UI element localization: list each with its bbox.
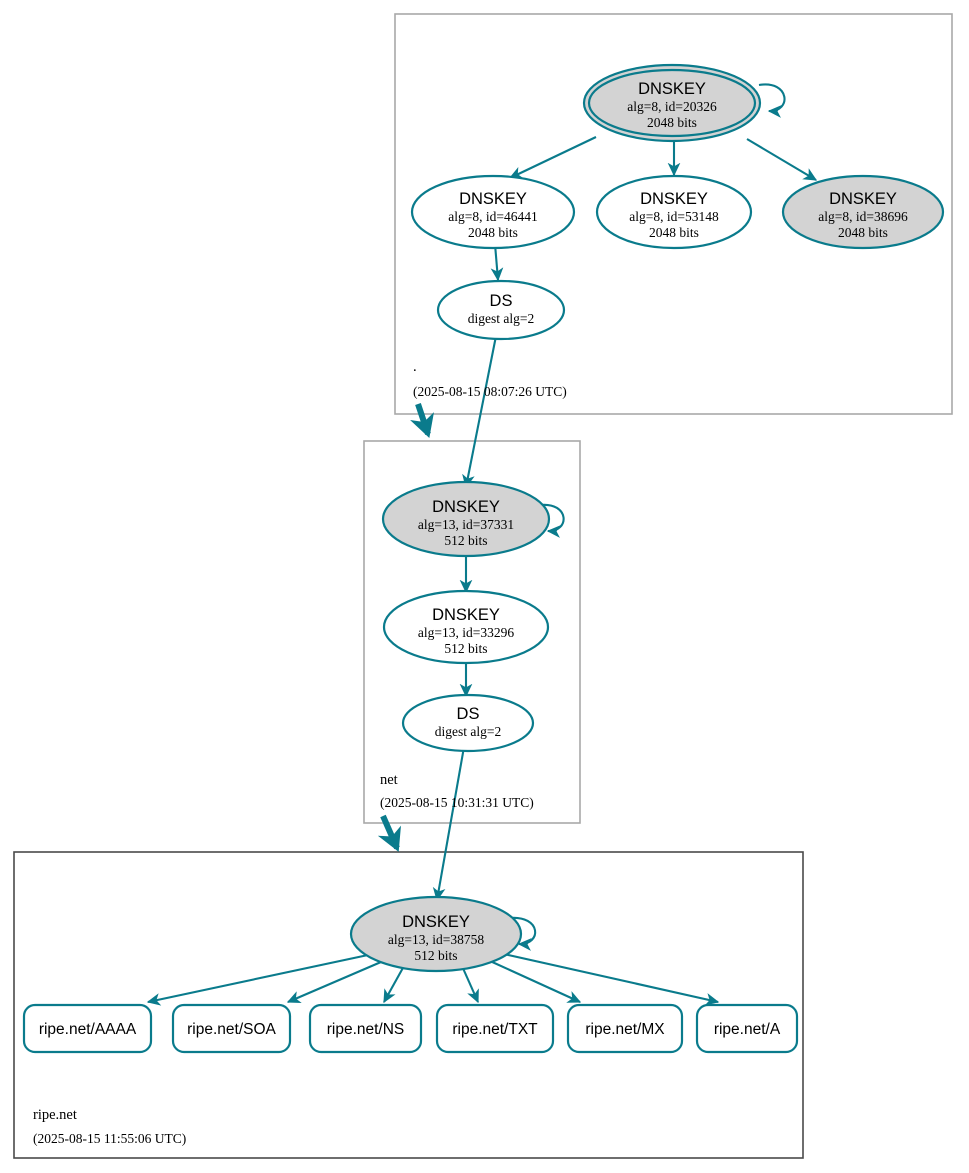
rrset-node-mx[interactable]: ripe.net/MX: [566, 1003, 684, 1054]
node-title: DNSKEY: [829, 190, 897, 208]
node-title: DNSKEY: [640, 190, 708, 208]
edge-self-sign-net-ksk: [539, 503, 565, 538]
node-subtitle-digest-alg: digest alg=2: [435, 724, 501, 739]
node-subtitle-alg-id: alg=13, id=38758: [388, 932, 484, 947]
zone-box-root: [394, 13, 953, 415]
node-title: DNSKEY: [432, 498, 500, 516]
node-net-ds-ripe[interactable]: DS digest alg=2: [401, 693, 535, 753]
node-subtitle-alg-id: alg=13, id=37331: [418, 517, 514, 532]
node-subtitle-bits: 512 bits: [444, 533, 487, 548]
node-title: DNSKEY: [432, 606, 500, 624]
edge-ripe-dnskey-to-rrset-a: [503, 952, 720, 1006]
zone-timestamp-net: (2025-08-15 10:31:31 UTC): [380, 795, 534, 810]
edge-ripe-dnskey-to-rrset-mx: [489, 960, 582, 1003]
edge-ripe-dnskey-to-rrset-ns: [383, 965, 405, 1004]
rrset-node-ns[interactable]: ripe.net/NS: [308, 1003, 423, 1054]
node-subtitle-bits: 512 bits: [444, 641, 487, 656]
node-title: DS: [490, 292, 513, 310]
node-net-ksk-37331[interactable]: DNSKEY alg=13, id=37331 512 bits: [381, 480, 551, 558]
node-root-zsk-38696[interactable]: DNSKEY alg=8, id=38696 2048 bits: [781, 174, 945, 250]
rrset-node-aaaa[interactable]: ripe.net/AAAA: [22, 1003, 153, 1054]
zone-timestamp-ripe-net: (2025-08-15 11:55:06 UTC): [33, 1131, 186, 1146]
edge-ripe-dnskey-to-rrset-txt: [461, 965, 479, 1004]
edge-net-ds-to-ripe-dnskey: [432, 746, 466, 902]
node-title: DNSKEY: [638, 80, 706, 98]
edge-root-ds-to-net-dnskey: [462, 330, 499, 489]
node-root-zsk-46441[interactable]: DNSKEY alg=8, id=46441 2048 bits: [410, 174, 576, 250]
delegation-arrow-net-to-ripe: [377, 814, 401, 852]
node-subtitle-alg-id: alg=8, id=53148: [629, 209, 719, 224]
node-subtitle-alg-id: alg=8, id=38696: [818, 209, 908, 224]
zone-label-net: net: [380, 772, 398, 788]
edge-ripe-dnskey-to-rrset-aaaa: [146, 953, 369, 1006]
edge-root-ksk-to-zsk-38696: [746, 138, 818, 181]
rrset-node-a[interactable]: ripe.net/A: [695, 1003, 799, 1054]
zone-timestamp-root: (2025-08-15 08:07:26 UTC): [413, 384, 567, 399]
zone-box-net: [363, 440, 581, 824]
node-title: DNSKEY: [402, 913, 470, 931]
node-subtitle-bits: 2048 bits: [838, 225, 888, 240]
rrset-node-soa[interactable]: ripe.net/SOA: [171, 1003, 292, 1054]
zone-box-ripe-net: [13, 851, 804, 1159]
node-subtitle-alg-id: alg=8, id=46441: [448, 209, 537, 224]
edge-self-sign-ripe-ksk: [508, 916, 537, 951]
node-ripe-ksk-38758[interactable]: DNSKEY alg=13, id=38758 512 bits: [349, 895, 523, 973]
rrset-node-txt[interactable]: ripe.net/TXT: [435, 1003, 555, 1054]
node-root-zsk-53148[interactable]: DNSKEY alg=8, id=53148 2048 bits: [595, 174, 753, 250]
edge-self-sign-root-ksk: [758, 83, 786, 118]
edge-ripe-dnskey-to-rrset-soa: [286, 961, 382, 1004]
node-subtitle-digest-alg: digest alg=2: [468, 311, 534, 326]
node-title: DS: [457, 705, 480, 723]
zone-label-root: .: [413, 359, 417, 375]
node-subtitle-bits: 2048 bits: [647, 115, 697, 130]
rrset-label: ripe.net/TXT: [452, 1021, 538, 1038]
node-subtitle-bits: 2048 bits: [649, 225, 699, 240]
node-root-ksk-20326[interactable]: DNSKEY alg=8, id=20326 2048 bits: [582, 63, 762, 143]
rrset-label: ripe.net/MX: [585, 1021, 665, 1038]
zone-label-ripe-net: ripe.net: [33, 1107, 77, 1123]
node-subtitle-bits: 2048 bits: [468, 225, 518, 240]
node-net-zsk-33296[interactable]: DNSKEY alg=13, id=33296 512 bits: [382, 589, 550, 665]
node-subtitle-bits: 512 bits: [414, 948, 457, 963]
edge-root-zsk-to-ds: [490, 243, 504, 282]
rrset-label: ripe.net/AAAA: [39, 1021, 137, 1038]
node-subtitle-alg-id: alg=13, id=33296: [418, 625, 514, 640]
node-subtitle-alg-id: alg=8, id=20326: [627, 99, 717, 114]
rrset-label: ripe.net/NS: [327, 1021, 405, 1038]
rrset-label: ripe.net/A: [714, 1021, 781, 1038]
delegation-arrow-root-to-net: [410, 403, 434, 438]
rrset-label: ripe.net/SOA: [187, 1021, 276, 1038]
edge-root-ksk-to-zsk-46441: [508, 136, 597, 179]
node-root-ds-net[interactable]: DS digest alg=2: [436, 279, 566, 341]
node-title: DNSKEY: [459, 190, 527, 208]
